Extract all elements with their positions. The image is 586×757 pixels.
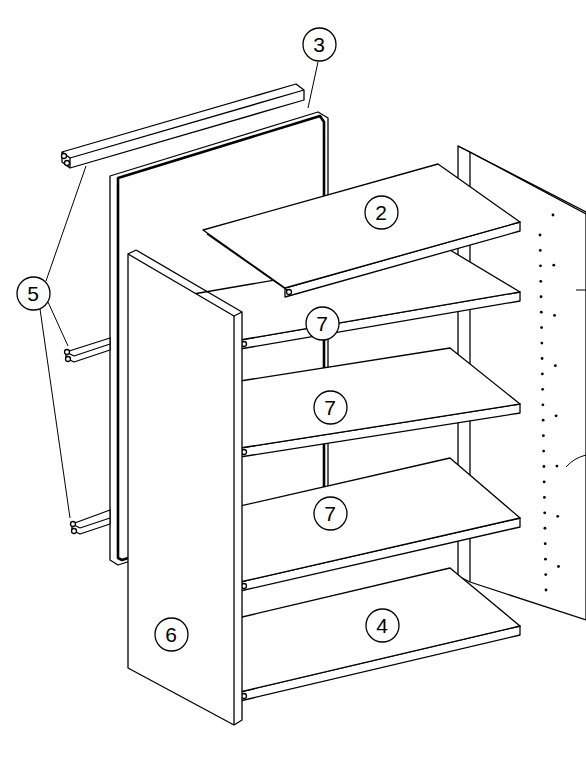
callout-text: 6	[165, 624, 177, 645]
callout-text: 7	[324, 397, 336, 418]
hole	[539, 249, 542, 252]
hole	[554, 364, 557, 367]
callout-number: 7	[313, 390, 348, 425]
callout-number: 4	[365, 608, 400, 643]
leader-line	[40, 62, 586, 518]
hole	[540, 326, 543, 329]
callout-text: 5	[27, 283, 39, 304]
hole	[539, 234, 542, 237]
hole	[539, 264, 542, 267]
hole	[543, 465, 546, 468]
hole	[544, 542, 547, 545]
hole	[539, 280, 542, 283]
hole	[552, 214, 555, 217]
hole	[556, 465, 559, 468]
hole	[553, 314, 556, 317]
hole	[555, 414, 558, 417]
hole	[542, 419, 545, 422]
hole	[541, 388, 544, 391]
callout-number: 7	[313, 496, 348, 531]
callout-number: 3	[302, 27, 337, 62]
hole	[545, 589, 548, 592]
callout-text: 7	[316, 313, 328, 334]
hole	[544, 527, 547, 530]
hole	[556, 515, 559, 518]
callout-number: 2	[364, 195, 399, 230]
hole	[541, 403, 544, 406]
hole	[557, 565, 560, 568]
callout-text: 3	[313, 34, 325, 55]
hole	[552, 264, 555, 267]
callout-number: 5	[16, 276, 51, 311]
callout-text: 7	[324, 503, 336, 524]
hole	[540, 311, 543, 314]
side-panel	[128, 250, 242, 725]
callout-text: 4	[376, 615, 388, 636]
hole	[542, 434, 545, 437]
hole	[540, 342, 543, 345]
hole	[541, 357, 544, 360]
shelf	[203, 164, 520, 297]
hole	[542, 450, 545, 453]
rail	[65, 338, 111, 362]
callout-text: 2	[375, 202, 387, 223]
hole	[544, 558, 547, 561]
hole	[541, 373, 544, 376]
callout-number: 6	[154, 617, 189, 652]
hole	[540, 295, 543, 298]
hole	[544, 573, 547, 576]
rail	[71, 510, 111, 534]
callout-number: 7	[305, 306, 340, 341]
hole	[543, 496, 546, 499]
hole	[543, 511, 546, 514]
hole	[543, 481, 546, 484]
